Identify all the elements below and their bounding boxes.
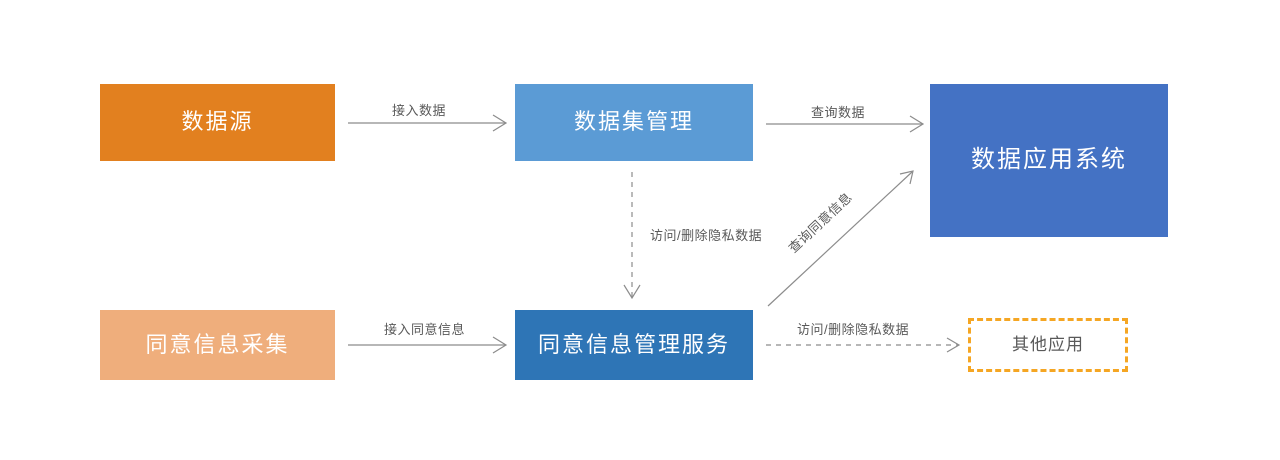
edge-access-delete-privacy-1 xyxy=(623,172,641,300)
node-consent-collection-label: 同意信息采集 xyxy=(145,331,290,357)
node-other-application-label: 其他应用 xyxy=(1012,334,1084,354)
edge-query-data xyxy=(766,115,925,133)
node-dataset-management-label: 数据集管理 xyxy=(573,109,694,135)
edge-label-access-delete-privacy-2: 访问/删除隐私数据 xyxy=(797,322,910,337)
edge-access-delete-privacy-2 xyxy=(766,337,961,353)
node-consent-collection[interactable]: 同意信息采集 xyxy=(100,310,335,380)
edge-label-access-delete-privacy-1: 访问/删除隐私数据 xyxy=(650,228,763,243)
node-consent-management-service-label: 同意信息管理服务 xyxy=(537,331,730,357)
edge-ingest-data xyxy=(348,114,508,132)
node-consent-management-service[interactable]: 同意信息管理服务 xyxy=(515,310,753,380)
node-other-application[interactable]: 其他应用 xyxy=(968,318,1128,372)
node-data-application-system-label: 数据应用系统 xyxy=(971,146,1127,174)
node-data-source[interactable]: 数据源 xyxy=(100,84,335,161)
node-data-application-system[interactable]: 数据应用系统 xyxy=(930,84,1168,237)
node-dataset-management[interactable]: 数据集管理 xyxy=(515,84,753,161)
edge-label-ingest-data: 接入数据 xyxy=(392,103,447,118)
node-data-source-label: 数据源 xyxy=(181,109,254,135)
edge-ingest-consent xyxy=(348,336,508,354)
edge-query-consent xyxy=(767,170,914,307)
edge-label-query-data: 查询数据 xyxy=(811,105,866,120)
edge-label-ingest-consent: 接入同意信息 xyxy=(384,322,466,337)
